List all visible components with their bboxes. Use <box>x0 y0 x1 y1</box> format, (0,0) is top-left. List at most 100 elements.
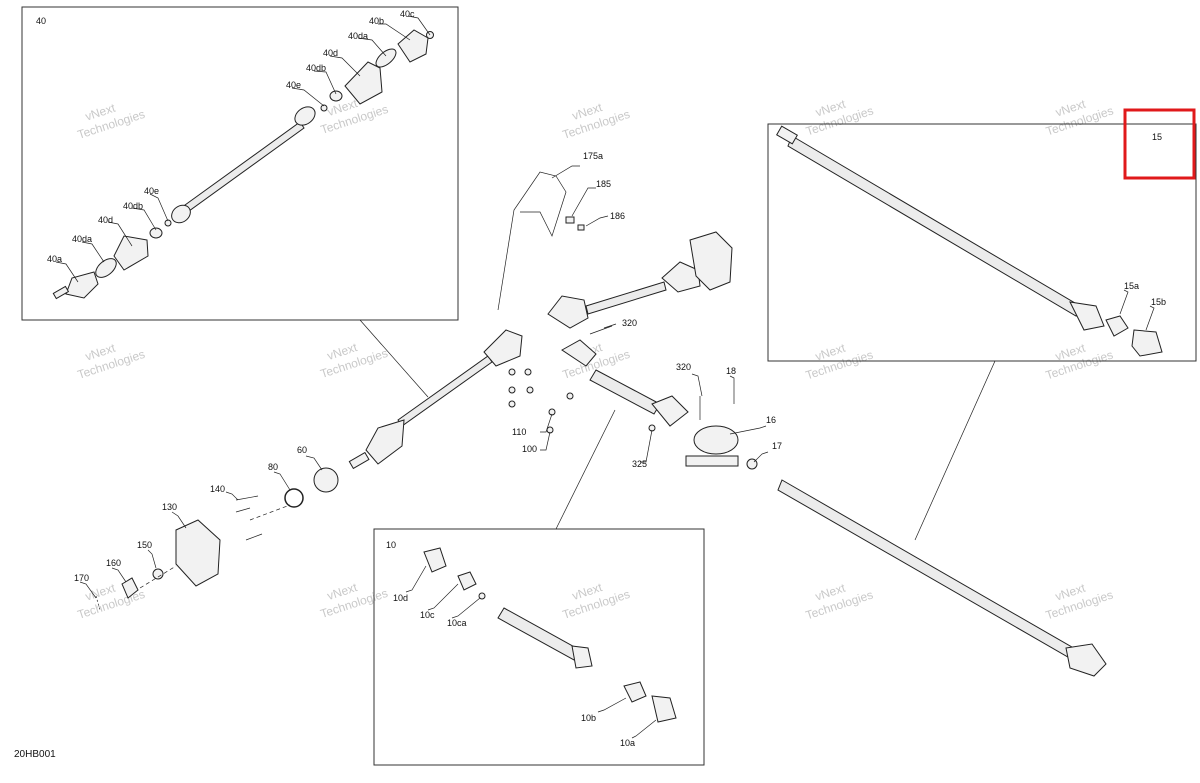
tripod-top <box>294 106 316 126</box>
leader-40a <box>55 261 79 283</box>
callout-17: 17 <box>772 441 782 451</box>
wheel-hub-130 <box>175 519 221 587</box>
propshaft-10 <box>497 607 581 661</box>
stud-140-b <box>235 507 251 513</box>
callout-150: 150 <box>137 540 152 550</box>
callout-320-a: 320 <box>622 318 637 328</box>
box-15-connector <box>914 360 996 541</box>
callout-110: 110 <box>512 427 526 437</box>
callout-160: 160 <box>106 558 121 568</box>
leader-170 <box>79 581 97 599</box>
leader-40e-bot <box>149 193 169 222</box>
leader-160 <box>111 567 127 583</box>
clamp-40da-top <box>375 48 397 68</box>
callout-80: 80 <box>268 462 278 472</box>
propshaft-10-detail <box>405 547 677 739</box>
callout-10c: 10c <box>420 610 435 620</box>
clamp-40da-bottom <box>95 258 117 278</box>
prop-rear-yoke <box>651 395 689 427</box>
leader-40d <box>329 55 361 77</box>
washer-150 <box>152 568 164 580</box>
circlip-80 <box>284 488 304 508</box>
front-propshaft <box>589 369 661 415</box>
ring-40db-bottom <box>149 227 163 239</box>
leader-150 <box>147 549 157 569</box>
axis-dashed-1 <box>249 504 291 521</box>
leader-15a <box>1119 289 1129 315</box>
callout-325: 325 <box>632 459 647 469</box>
stud-140-a <box>235 495 259 501</box>
propshaft-10-yoke <box>571 645 593 669</box>
u-joint-10b <box>623 681 647 703</box>
leader-10b <box>597 697 627 713</box>
callout-40e-bottom: 40e <box>144 186 159 196</box>
joint-40b <box>397 29 429 63</box>
yoke-10d <box>423 547 447 573</box>
rear-propshaft-yoke <box>1065 643 1107 677</box>
ring-40db-top <box>329 90 343 102</box>
callout-40da-bottom: 40da <box>72 234 92 244</box>
callout-40d-top: 40d <box>323 48 338 58</box>
box-15-label: 15 <box>1152 132 1162 142</box>
clip-40e-bottom <box>164 219 172 227</box>
leader-175a <box>551 165 580 179</box>
callout-100: 100 <box>522 444 537 454</box>
half-shaft-assembled <box>397 355 493 427</box>
bearing-bracket <box>685 455 739 467</box>
callout-10a: 10a <box>620 738 635 748</box>
callout-40e-top: 40e <box>286 80 301 90</box>
u-joint-15a <box>1105 315 1129 337</box>
washer-b <box>526 386 534 394</box>
callout-170: 170 <box>74 573 89 583</box>
half-shaft-40-exploded <box>52 15 434 300</box>
propshaft-15-yoke <box>1069 301 1105 331</box>
leader-100 <box>540 431 551 451</box>
drawing-id: 20HB001 <box>14 749 56 760</box>
box-40-label: 40 <box>36 16 46 26</box>
clip-40e-top <box>320 104 328 112</box>
half-shaft-outer-boot <box>365 419 405 465</box>
screw-186 <box>577 224 585 231</box>
callout-185: 185 <box>596 179 611 189</box>
center-bearing-16 <box>693 425 739 455</box>
stub-40a <box>52 285 70 300</box>
callout-40c: 40c <box>400 9 415 19</box>
brake-line-175a <box>497 171 567 311</box>
leader-40da <box>357 37 387 57</box>
callout-175a: 175a <box>583 151 603 161</box>
callout-10b: 10b <box>581 713 596 723</box>
leader-40c <box>407 15 431 36</box>
callout-40b: 40b <box>369 16 384 26</box>
leader-10d <box>405 565 427 593</box>
callout-15b: 15b <box>1151 297 1166 307</box>
knuckle <box>689 231 733 291</box>
highlight-box[interactable] <box>1123 108 1196 180</box>
callout-40a: 40a <box>47 254 62 264</box>
leader-40e <box>291 87 325 107</box>
detail-box-15 <box>767 123 1197 362</box>
bolt-b <box>524 368 532 376</box>
bolt-a <box>508 368 516 376</box>
leader-185 <box>571 187 596 217</box>
callout-16: 16 <box>766 415 776 425</box>
cotter-pin-170 <box>95 595 101 611</box>
callout-320-b: 320 <box>676 362 691 372</box>
bearing-60 <box>313 467 339 493</box>
prop-front-yoke <box>561 339 597 367</box>
callout-40da-top: 40da <box>348 31 368 41</box>
clip-10ca <box>478 592 486 600</box>
callout-130: 130 <box>162 502 177 512</box>
leader-40da-bot <box>81 241 105 263</box>
leader-16 <box>729 425 767 435</box>
leader-325 <box>640 429 653 463</box>
propshaft-15-detail <box>776 125 1163 357</box>
callout-15a: 15a <box>1124 281 1139 291</box>
leader-10ca <box>451 597 481 619</box>
tripod-bottom <box>171 204 191 224</box>
rear-propshaft <box>777 479 1085 665</box>
nut-160 <box>121 577 139 599</box>
upper-shaft <box>585 281 667 315</box>
callout-60: 60 <box>297 445 307 455</box>
callout-18: 18 <box>726 366 736 376</box>
